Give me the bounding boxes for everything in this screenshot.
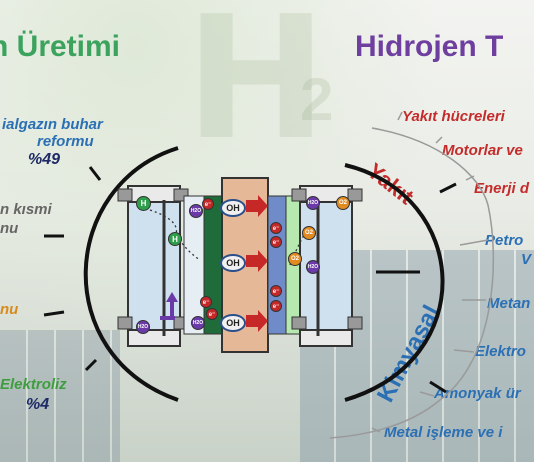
use-petro: Petro [485, 232, 524, 249]
partial-ox-label-2: nu [0, 220, 19, 237]
h2-watermark-sub: 2 [300, 66, 334, 133]
use-engines: Motorlar ve [442, 142, 523, 159]
use-energy: Enerji d [474, 180, 530, 197]
tick-5 [439, 182, 457, 194]
tick-6 [429, 380, 447, 394]
o-atom: O2 [288, 252, 302, 266]
use-electro: Elektro [475, 343, 526, 360]
tick-4 [84, 358, 98, 372]
h2-watermark: H [185, 0, 328, 178]
electrolysis-percent: %4 [26, 396, 50, 413]
electrolysis-label: Elektroliz [0, 376, 67, 393]
oh-ion-3: OH [220, 314, 246, 332]
tick-1 [88, 166, 102, 181]
electron-2: e⁻ [200, 296, 212, 308]
cathode-catalyst [267, 195, 287, 335]
oh-ion-1: OH [220, 199, 246, 217]
h2o-left: H2O [136, 320, 150, 334]
use-ammonia: Amonyak ür [434, 385, 521, 402]
h2o-right: H2O [306, 196, 320, 210]
steam-reform-label-1: ialgazın buhar [2, 116, 103, 133]
h-atom: H [168, 232, 182, 246]
electron-7: e⁻ [270, 300, 282, 312]
electron-4: e⁻ [270, 222, 282, 234]
steam-reform-label-2: reformu [37, 133, 94, 150]
h2o-left-2: H2O [189, 204, 203, 218]
h2o-left-3: H2O [191, 316, 205, 330]
left-arc [83, 146, 179, 402]
h2-molecule: H [136, 196, 151, 211]
partial-ox-label-1: n kısmi [0, 201, 52, 218]
third-method-label: nu [0, 301, 19, 318]
steam-reform-percent: %49 [28, 151, 61, 168]
right-arc [344, 163, 445, 402]
electron-5: e⁻ [270, 236, 282, 248]
solar-panels-left-bg [0, 330, 120, 462]
use-methanol: Metan [487, 295, 531, 312]
left-tank [127, 185, 181, 347]
use-petro-2: V [521, 251, 532, 268]
use-fuel-cells: Yakıt hücreleri [402, 108, 505, 125]
h2o-right-2: H2O [306, 260, 320, 274]
o2-molecule: O2 [336, 196, 350, 210]
o2-cathode: O2 [302, 226, 316, 240]
tick-3 [43, 310, 65, 317]
production-title: n Üretimi [0, 30, 121, 63]
uses-title: Hidrojen T [355, 30, 504, 63]
electron-3: e⁻ [206, 308, 218, 320]
electron-6: e⁻ [270, 285, 282, 297]
oh-ion-2: OH [220, 254, 246, 272]
use-metal: Metal işleme ve i [384, 424, 503, 441]
electron-1: e⁻ [202, 198, 214, 210]
